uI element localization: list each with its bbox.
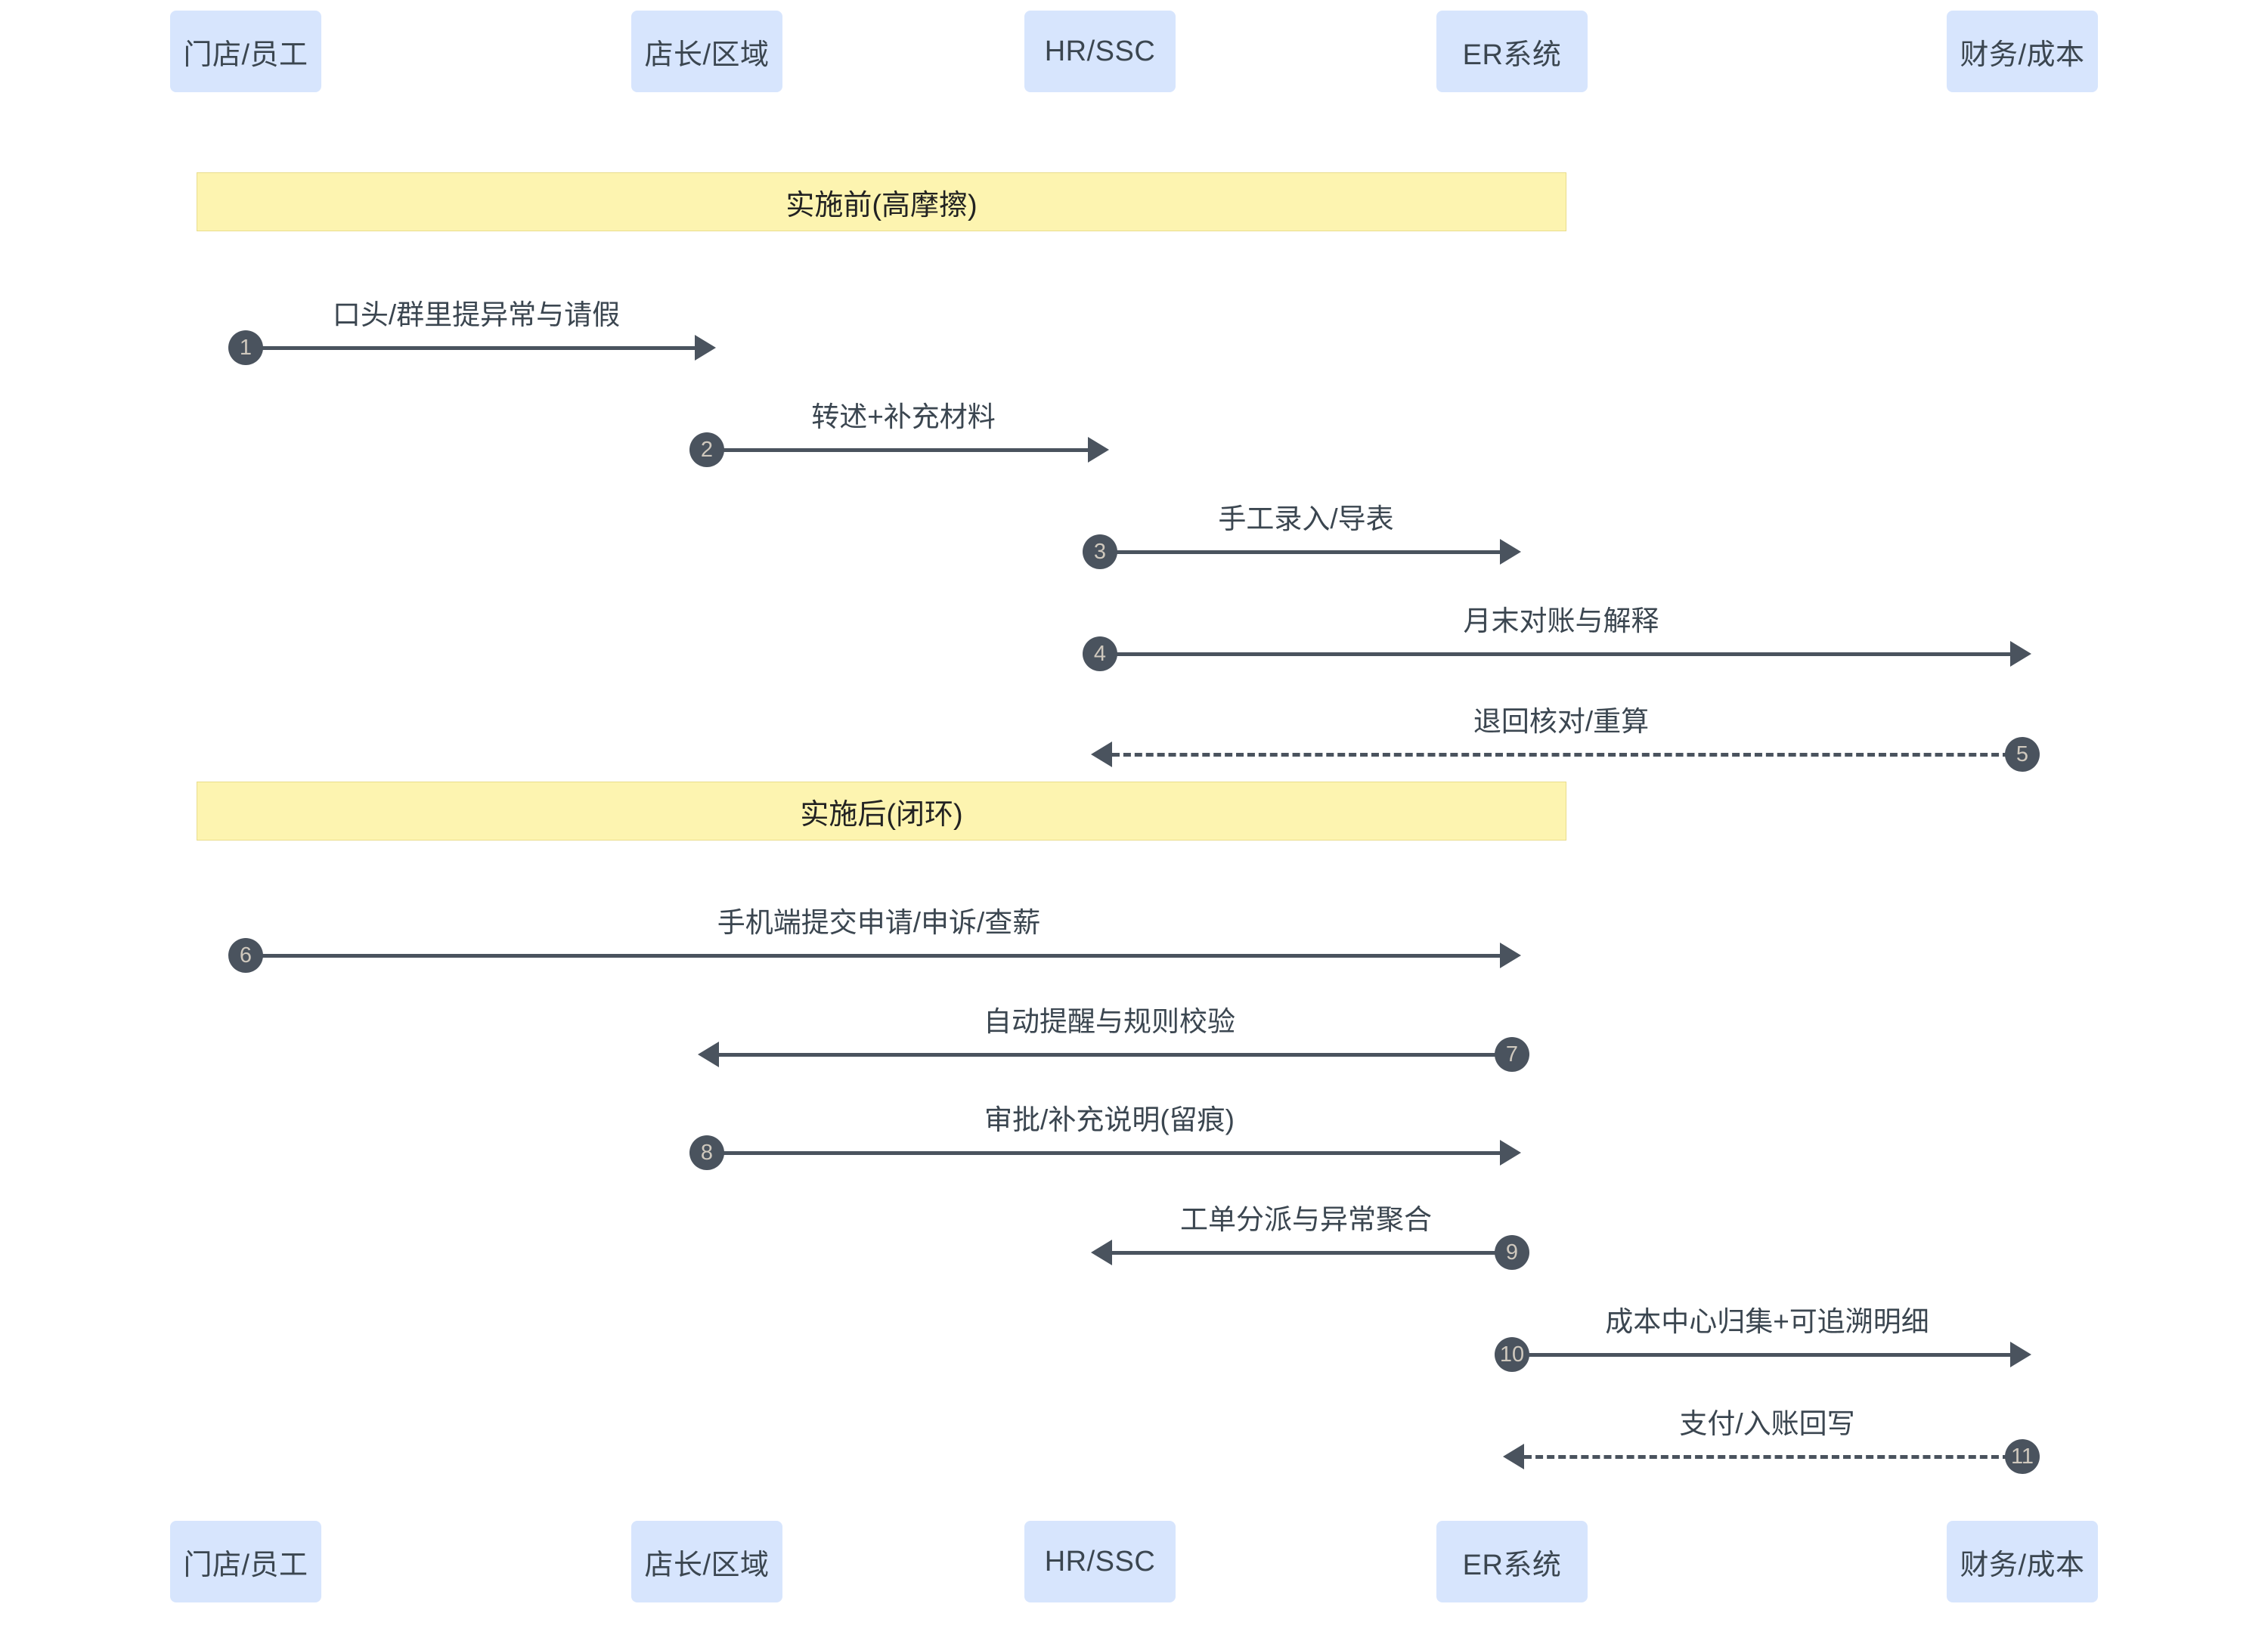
message-number-badge-4: 4	[1083, 636, 1117, 671]
message-arrowhead-10	[2010, 1342, 2031, 1367]
actor-box-ersys-top: ER系统	[1436, 11, 1588, 92]
message-line-1	[258, 346, 695, 350]
actor-box-manager-bottom: 店长/区域	[631, 1521, 782, 1602]
message-number-badge-1: 1	[228, 330, 263, 365]
message-arrowhead-7	[698, 1042, 719, 1067]
message-line-8	[719, 1151, 1500, 1155]
phase-band-after: 实施后(闭环)	[197, 782, 1566, 841]
message-arrowhead-1	[695, 335, 716, 361]
actor-box-manager-top: 店长/区域	[631, 11, 782, 92]
message-line-3	[1112, 550, 1500, 554]
message-arrowhead-2	[1088, 437, 1109, 463]
message-label-10: 成本中心归集+可追溯明细	[1605, 1306, 1929, 1337]
actor-box-finance-top: 财务/成本	[1947, 11, 2098, 92]
message-label-1: 口头/群里提异常与请假	[332, 299, 621, 330]
message-line-5	[1112, 753, 2010, 757]
actor-box-hrssc-bottom: HR/SSC	[1024, 1521, 1176, 1602]
message-label-8: 审批/补充说明(留痕)	[984, 1104, 1235, 1135]
message-line-9	[1112, 1251, 1500, 1255]
message-label-5: 退回核对/重算	[1473, 706, 1650, 737]
message-label-9: 工单分派与异常聚合	[1180, 1204, 1432, 1235]
actor-box-finance-bottom: 财务/成本	[1947, 1521, 2098, 1602]
message-number-badge-10: 10	[1495, 1337, 1529, 1372]
message-label-3: 手工录入/导表	[1218, 503, 1394, 534]
message-line-6	[258, 954, 1500, 958]
message-number-badge-8: 8	[689, 1135, 724, 1170]
message-arrowhead-5	[1091, 742, 1112, 767]
message-arrowhead-9	[1091, 1240, 1112, 1265]
actor-box-store-top: 门店/员工	[170, 11, 321, 92]
message-line-11	[1524, 1455, 2010, 1459]
message-label-6: 手机端提交申请/申诉/查薪	[717, 907, 1041, 938]
message-arrowhead-4	[2010, 641, 2031, 667]
message-label-4: 月末对账与解释	[1463, 605, 1659, 636]
message-arrowhead-3	[1500, 539, 1521, 565]
message-line-7	[719, 1053, 1500, 1057]
message-label-2: 转述+补充材料	[811, 401, 996, 432]
actor-box-ersys-bottom: ER系统	[1436, 1521, 1588, 1602]
message-number-badge-2: 2	[689, 432, 724, 467]
phase-band-before: 实施前(高摩擦)	[197, 172, 1566, 231]
message-label-7: 自动提醒与规则校验	[984, 1006, 1235, 1037]
message-line-4	[1112, 652, 2010, 656]
message-arrowhead-6	[1500, 943, 1521, 968]
actor-box-hrssc-top: HR/SSC	[1024, 11, 1176, 92]
message-number-badge-3: 3	[1083, 534, 1117, 569]
message-line-2	[719, 448, 1088, 452]
actor-box-store-bottom: 门店/员工	[170, 1521, 321, 1602]
message-arrowhead-8	[1500, 1140, 1521, 1166]
message-line-10	[1524, 1353, 2010, 1357]
message-number-badge-6: 6	[228, 938, 263, 973]
message-label-11: 支付/入账回写	[1679, 1408, 1855, 1439]
message-arrowhead-11	[1503, 1444, 1524, 1469]
message-number-badge-7: 7	[1495, 1037, 1529, 1072]
message-number-badge-5: 5	[2005, 737, 2040, 772]
message-number-badge-9: 9	[1495, 1235, 1529, 1270]
message-number-badge-11: 11	[2005, 1439, 2040, 1474]
